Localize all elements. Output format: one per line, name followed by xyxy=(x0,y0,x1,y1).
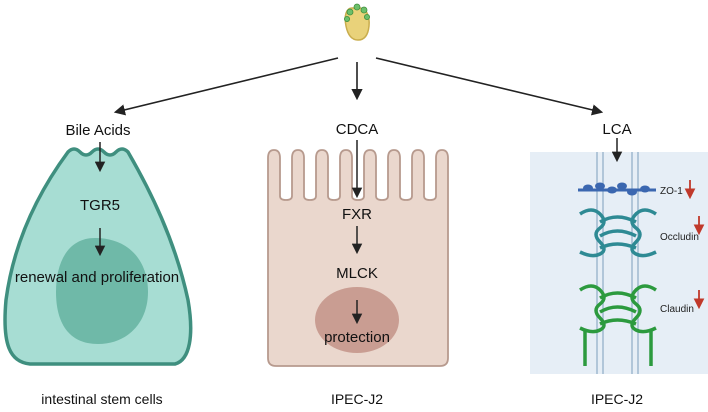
fxr-label: FXR xyxy=(342,206,372,223)
bile-acids-label: Bile Acids xyxy=(65,122,130,139)
ipec-cell-body xyxy=(267,149,449,367)
stem-cell-nucleus xyxy=(56,238,148,344)
stem-cell-panel xyxy=(3,142,193,366)
cdca-label: CDCA xyxy=(336,121,379,138)
occludin-complex xyxy=(579,208,657,258)
arrow-to-lca xyxy=(375,57,604,116)
gallbladder-icon xyxy=(343,3,370,41)
lca-label: LCA xyxy=(602,121,631,138)
renewal-label: renewal and proliferation xyxy=(15,269,179,286)
ipec-lca-panel xyxy=(530,138,708,374)
mlck-label: MLCK xyxy=(336,265,378,282)
occludin-label: Occludin xyxy=(660,232,699,243)
zo1-label: ZO-1 xyxy=(660,186,683,197)
protection-label: protection xyxy=(324,329,390,346)
arrow-to-bile-acids xyxy=(113,57,339,116)
ipec-lca-caption: IPEC-J2 xyxy=(591,391,643,407)
ipec-cdca-panel xyxy=(267,140,449,367)
claudin-complex xyxy=(579,284,657,366)
ipec-cdca-caption: IPEC-J2 xyxy=(331,391,383,407)
tgr5-label: TGR5 xyxy=(80,197,120,214)
claudin-label: Claudin xyxy=(660,304,694,315)
stem-cell-caption: intestinal stem cells xyxy=(41,391,162,407)
zo1-complex xyxy=(578,182,656,196)
